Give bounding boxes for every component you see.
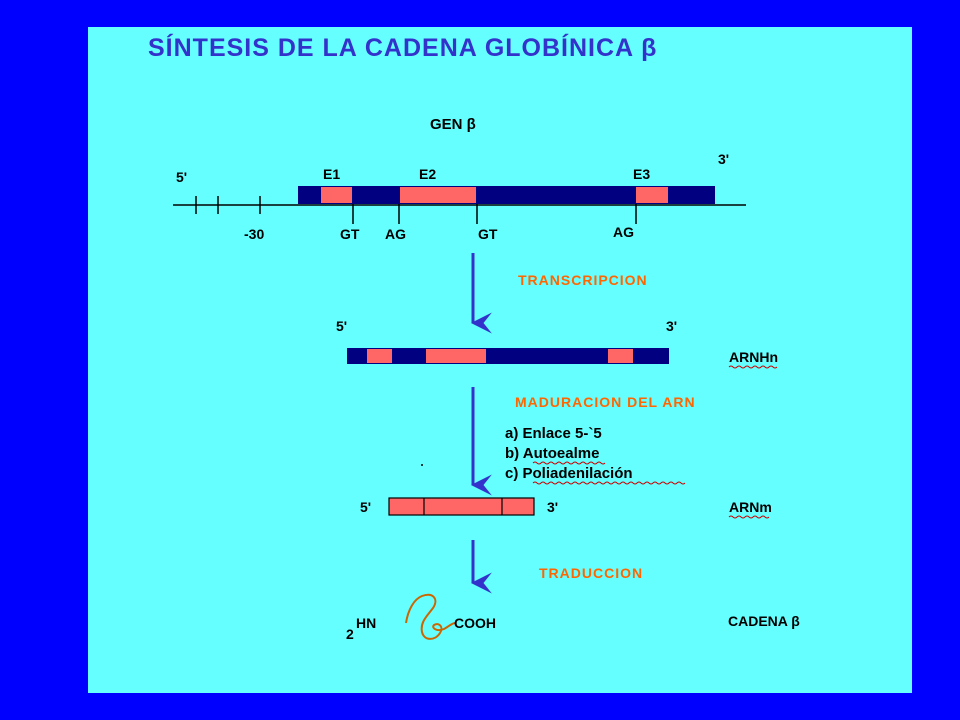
slide-panel: SÍNTESIS DE LA CADENA GLOBÍNICA β GEN β … [88, 27, 912, 693]
splice-site-label: AG [385, 226, 406, 242]
exon-label-e1: E1 [323, 166, 340, 182]
maturation-item: a) Enlace 5-`5 [505, 425, 602, 442]
hnrna-three-prime: 3' [666, 318, 677, 334]
hnrna-label: ARNHn [729, 349, 778, 365]
mrna-block [388, 497, 535, 516]
hnrna-exon [426, 349, 486, 363]
protein-chain [405, 593, 456, 640]
mrna-five-prime: 5' [360, 499, 371, 515]
protein-subscript: 2 [346, 626, 354, 642]
spellcheck-underline [532, 461, 606, 465]
step-translation: TRADUCCION [539, 565, 643, 581]
maturation-item: c) Poliadenilación [505, 465, 633, 482]
gene-five-prime: 5' [176, 169, 187, 185]
hnrna-exon [367, 349, 392, 363]
gene-exon-e2 [400, 187, 476, 203]
protein-c-terminus: COOH [454, 615, 496, 631]
exon-label-e2: E2 [419, 166, 436, 182]
hnrna-exon [608, 349, 633, 363]
spellcheck-underline [532, 481, 686, 485]
mrna-label: ARNm [729, 499, 772, 515]
gene-exon-e1 [321, 187, 352, 203]
gene-label: GEN β [430, 116, 476, 133]
splice-site-label: GT [478, 226, 498, 242]
splice-site-label: AG [613, 224, 634, 240]
gene-exon-e3 [636, 187, 668, 203]
hnrna-five-prime: 5' [336, 318, 347, 334]
protein-n-terminus: HN [356, 615, 376, 631]
synthesis-diagram: SÍNTESIS DE LA CADENA GLOBÍNICA β GEN β … [148, 33, 800, 642]
step-transcription: TRANSCRIPCION [518, 272, 648, 288]
stray-dot [421, 464, 423, 466]
step-maturation: MADURACION DEL ARN [515, 394, 696, 410]
maturation-item: b) Autoealme [505, 445, 599, 462]
gene-three-prime: 3' [718, 151, 729, 167]
mrna-three-prime: 3' [547, 499, 558, 515]
position-label: -30 [244, 226, 264, 242]
protein-label: CADENA β [728, 613, 800, 629]
exon-label-e3: E3 [633, 166, 650, 182]
splice-site-label: GT [340, 226, 360, 242]
spellcheck-underline [728, 365, 778, 369]
page-title: SÍNTESIS DE LA CADENA GLOBÍNICA β [148, 33, 657, 62]
spellcheck-underline [728, 515, 770, 519]
